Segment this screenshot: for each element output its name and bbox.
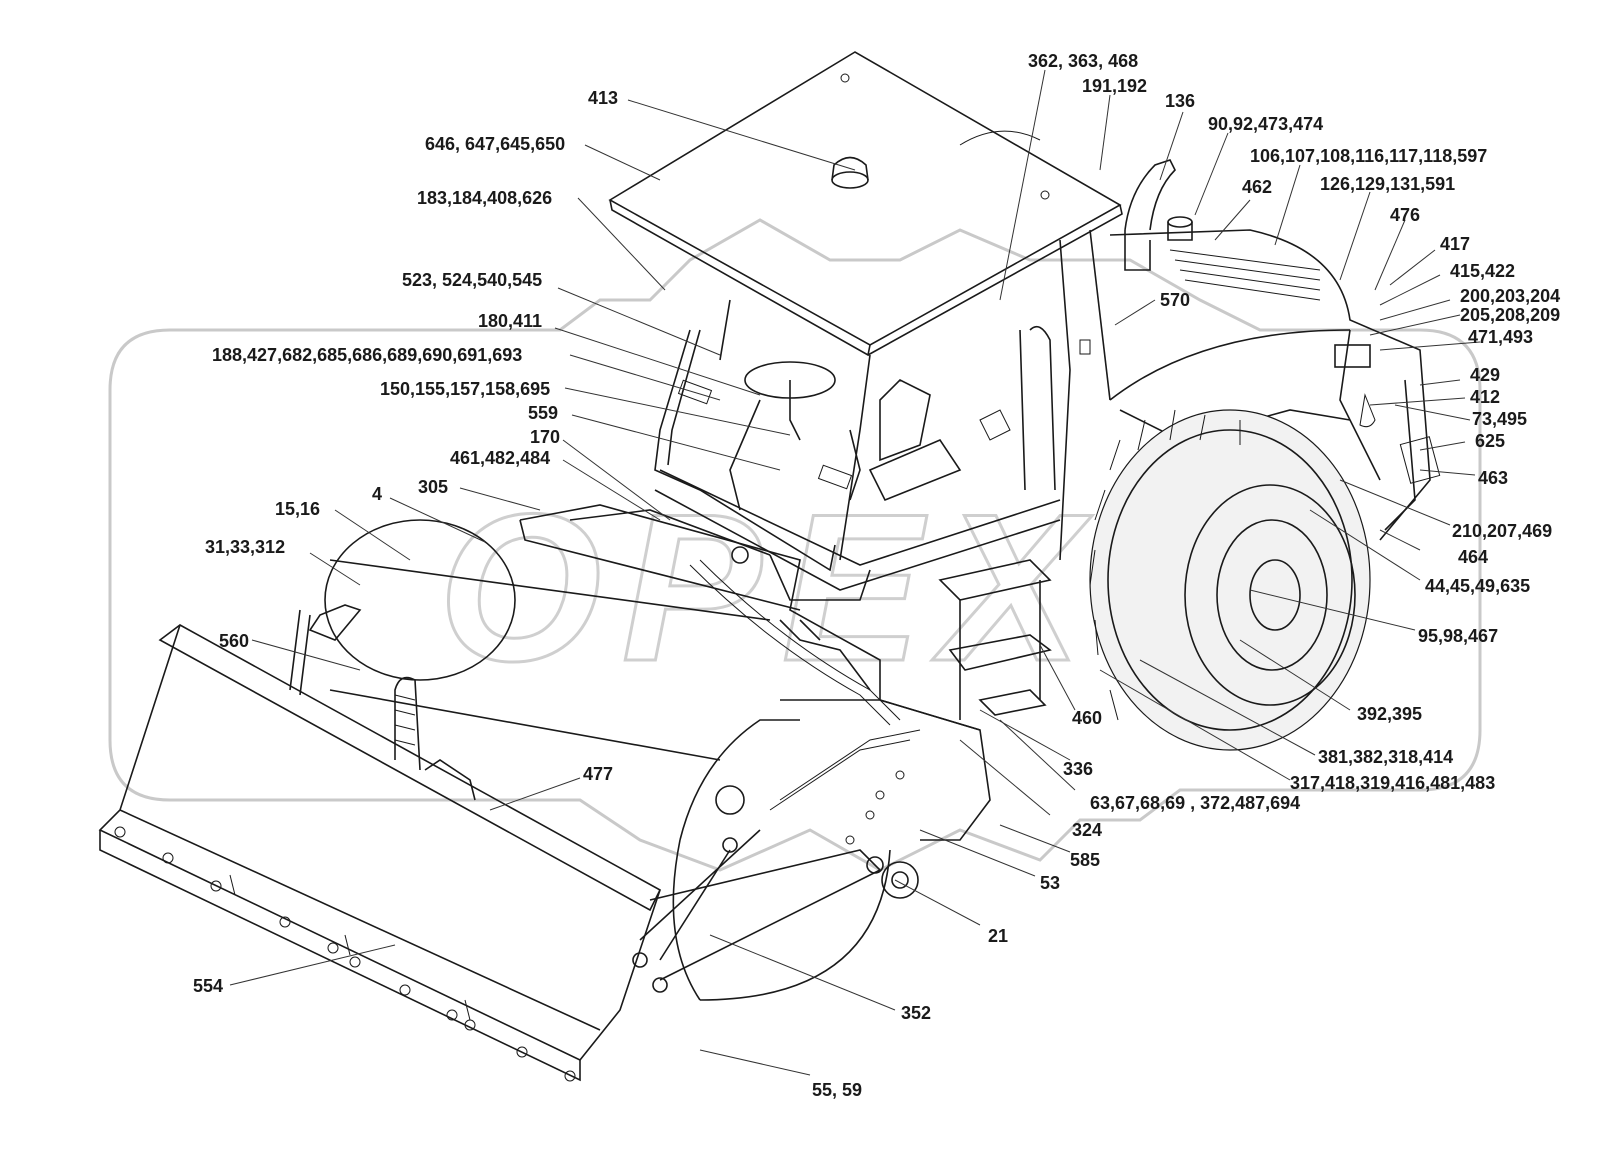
callout-413: 413: [588, 88, 618, 108]
callout-44-45-49-635: 44,45,49,635: [1425, 576, 1530, 596]
callout-200-203-204: 200,203,204: [1460, 286, 1560, 306]
callout-381-382-318-414: 381,382,318,414: [1318, 747, 1453, 767]
hydraulic-lines: [689, 559, 921, 811]
callout-585: 585: [1070, 850, 1100, 870]
callout-352: 352: [901, 1003, 931, 1023]
cab-roof: [608, 51, 1123, 357]
dozer-blade: [98, 624, 662, 1082]
callout-415-422: 415,422: [1450, 261, 1515, 281]
callout-464: 464: [1458, 547, 1488, 567]
callout-336: 336: [1063, 759, 1093, 779]
callout-63-to-694: 63,67,68,69 , 372,487,694: [1090, 793, 1300, 813]
callout-15-16: 15,16: [275, 499, 320, 519]
callout-429: 429: [1470, 365, 1500, 385]
callout-73-495: 73,495: [1472, 409, 1527, 429]
callout-31-33-312: 31,33,312: [205, 537, 285, 557]
callout-53: 53: [1040, 873, 1060, 893]
callout-560: 560: [219, 631, 249, 651]
callout-625: 625: [1475, 431, 1505, 451]
callout-392-395: 392,395: [1357, 704, 1422, 724]
callout-463: 463: [1478, 468, 1508, 488]
callout-21: 21: [988, 926, 1008, 946]
callout-362-363-468: 362, 363, 468: [1028, 51, 1138, 71]
watermark-text: OPEX: [438, 470, 1102, 705]
callout-324: 324: [1072, 820, 1102, 840]
callout-170: 170: [530, 427, 560, 447]
callout-646-647-645-650: 646, 647,645,650: [425, 134, 565, 154]
callout-461-482-484: 461,482,484: [450, 448, 550, 468]
leader-lines: [229, 69, 1481, 1076]
callout-559: 559: [528, 403, 558, 423]
callout-570: 570: [1160, 290, 1190, 310]
rear-wheel: [1089, 409, 1371, 751]
callout-150-155-157-158-695: 150,155,157,158,695: [380, 379, 550, 399]
callout-462: 462: [1242, 177, 1272, 197]
callout-210-207-469: 210,207,469: [1452, 521, 1552, 541]
callout-106-to-597: 106,107,108,116,117,118,597: [1250, 146, 1487, 166]
callout-317-to-483: 317,418,319,416,481,483: [1290, 773, 1495, 793]
push-arms: [289, 609, 919, 993]
callout-477: 477: [583, 764, 613, 784]
front-frame: [519, 504, 991, 845]
callout-476: 476: [1390, 205, 1420, 225]
callout-554: 554: [193, 976, 223, 996]
cab-frame: [654, 229, 1111, 591]
access-steps: [938, 559, 1052, 720]
callout-412: 412: [1470, 387, 1500, 407]
blade-bolt-holes: [114, 826, 576, 1082]
callout-90-92-473-474: 90,92,473,474: [1208, 114, 1323, 134]
callout-191-192: 191,192: [1082, 76, 1147, 96]
callout-460: 460: [1072, 708, 1102, 728]
callout-205-208-209: 205,208,209: [1460, 305, 1560, 325]
callout-471-493: 471,493: [1468, 327, 1533, 347]
callout-labels: 362, 363, 468 191,192 413 136 90,92,473,…: [193, 51, 1560, 1100]
operator-station: [677, 361, 1011, 511]
callout-126-129-131-591: 126,129,131,591: [1320, 174, 1455, 194]
callout-180-411: 180,411: [478, 311, 542, 331]
watermark-outline: [108, 218, 1482, 872]
callout-95-98-467: 95,98,467: [1418, 626, 1498, 646]
callout-188-to-693: 188,427,682,685,686,689,690,691,693: [212, 345, 522, 365]
callout-4: 4: [372, 484, 382, 504]
callout-183-184-408-626: 183,184,408,626: [417, 188, 552, 208]
callout-523-524-540-545: 523, 524,540,545: [402, 270, 542, 290]
callout-55-59: 55, 59: [812, 1080, 862, 1100]
callout-305: 305: [418, 477, 448, 497]
callout-136: 136: [1165, 91, 1195, 111]
callout-417: 417: [1440, 234, 1470, 254]
